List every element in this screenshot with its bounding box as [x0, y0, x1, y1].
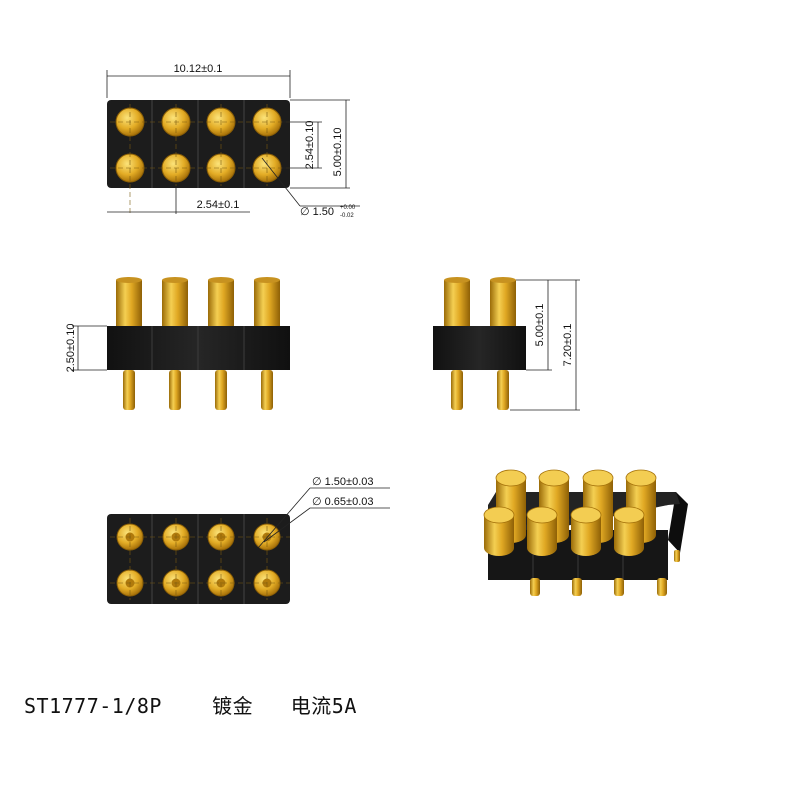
- caption-plating: 镀金: [212, 694, 254, 718]
- product-caption: ST1777-1/8P 镀金 电流5A: [24, 690, 357, 719]
- top-height-dim: 5.00±0.10: [332, 128, 344, 177]
- isometric-view: [483, 469, 688, 596]
- iso-front-pins: [483, 506, 645, 556]
- iso-bottom-pins: [530, 550, 680, 596]
- side-pin-height-dim: 5.00±0.1: [534, 304, 546, 347]
- side-bottom-pins: [451, 370, 509, 410]
- side-body: [433, 326, 526, 370]
- side-total-height-dim: 7.20±0.1: [562, 324, 574, 367]
- top-pitch-v-dim: 2.54±0.10: [304, 121, 316, 170]
- front-view: 2.50±0.10: [65, 277, 290, 410]
- caption-current: 电流5A: [290, 694, 357, 718]
- bottom-inner-dia-dim: ∅ 0.65±0.03: [312, 496, 374, 508]
- side-view: 5.00±0.1 7.20±0.1: [433, 277, 580, 411]
- top-hole-dim: ∅ 1.50: [300, 206, 334, 218]
- bottom-view: ∅ 1.50±0.03 ∅ 0.65±0.03: [107, 476, 390, 604]
- caption-part-number: ST1777-1/8P: [24, 694, 162, 718]
- front-top-pins: [116, 277, 280, 328]
- top-view: 10.12±0.1 2.54±0.10 5.00±0.10 2.54±0.1 ∅…: [106, 63, 360, 219]
- side-top-pins: [444, 277, 516, 328]
- iso-body-side: [668, 492, 688, 553]
- top-pitch-h-dim: 2.54±0.1: [197, 199, 240, 211]
- front-body-height-dim: 2.50±0.10: [65, 324, 77, 373]
- top-width-dim: 10.12±0.1: [174, 63, 223, 75]
- top-hole-tol-minus: -0.02: [340, 213, 354, 219]
- bottom-outer-dia-dim: ∅ 1.50±0.03: [312, 476, 374, 488]
- front-bottom-pins: [123, 370, 273, 410]
- top-hole-tol-plus: +0.00: [340, 205, 356, 211]
